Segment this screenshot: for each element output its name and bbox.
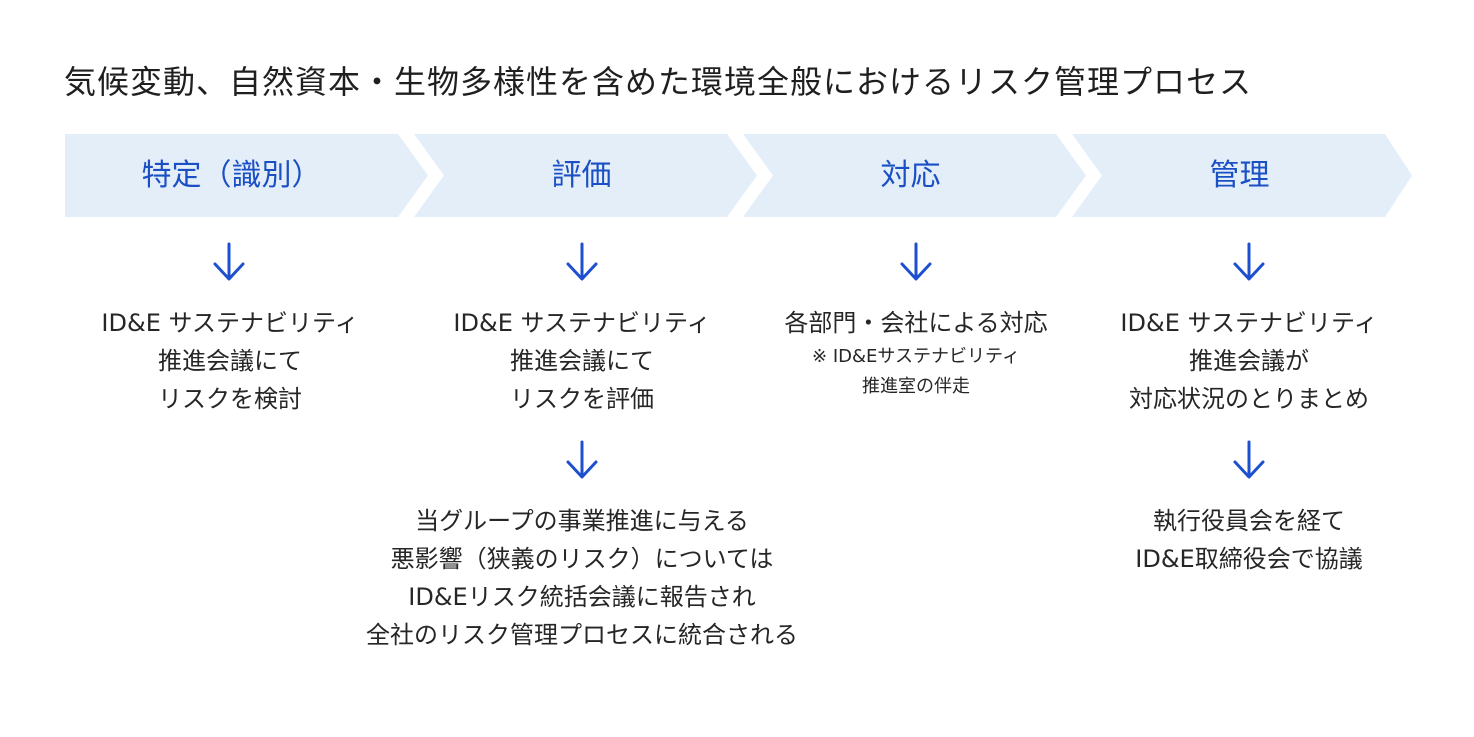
- text-line: ID&E取締役会で協議: [1135, 545, 1363, 573]
- stage-label-respond: 対応: [880, 158, 941, 193]
- down-arrow-icon: [213, 242, 245, 281]
- note-line: 推進室の伴走: [862, 376, 970, 397]
- page-title: 気候変動、自然資本・生物多様性を含めた環境全般におけるリスク管理プロセス: [64, 63, 1253, 101]
- note-line: ※ ID&Eサステナビリティ: [812, 346, 1020, 367]
- text-line: 推進会議にて: [158, 347, 302, 375]
- evaluate-step1-text: ID&E サステナビリティ 推進会議にて リスクを評価: [412, 304, 752, 418]
- stage-label-manage: 管理: [1209, 158, 1270, 193]
- text-line: 各部門・会社による対応: [784, 309, 1048, 337]
- manage-step1-text: ID&E サステナビリティ 推進会議が 対応状況のとりまとめ: [1079, 304, 1419, 418]
- down-arrow-icon: [1233, 242, 1265, 281]
- down-arrow-icon: [566, 440, 598, 479]
- evaluate-step2-text: 当グループの事業推進に与える 悪影響（狭義のリスク）については ID&Eリスク統…: [332, 502, 832, 654]
- chevron-shapes: [65, 134, 1412, 217]
- manage-step2-text: 執行役員会を経て ID&E取締役会で協議: [1079, 502, 1419, 578]
- stage-label-evaluate: 評価: [551, 158, 612, 193]
- respond-note-text: ※ ID&Eサステナビリティ 推進室の伴走: [746, 342, 1086, 402]
- down-arrow-icon: [1233, 440, 1265, 479]
- down-arrow-icon: [566, 242, 598, 281]
- stage-label-identify: 特定（識別）: [141, 158, 322, 193]
- text-line: 悪影響（狭義のリスク）については: [390, 545, 774, 573]
- process-chevron-row: 特定（識別） 評価 対応 管理: [0, 134, 1474, 217]
- text-line: 対応状況のとりまとめ: [1129, 385, 1369, 413]
- text-line: ID&E サステナビリティ: [453, 309, 711, 337]
- text-line: ID&E サステナビリティ: [1120, 309, 1378, 337]
- chevron-stage-3: [743, 134, 1086, 217]
- text-line: 全社のリスク管理プロセスに統合される: [366, 621, 798, 649]
- down-arrow-icon: [900, 242, 932, 281]
- respond-step1-text: 各部門・会社による対応: [746, 304, 1086, 342]
- text-line: ID&E サステナビリティ: [101, 309, 359, 337]
- text-line: リスクを検討: [158, 385, 302, 413]
- text-line: リスクを評価: [510, 385, 654, 413]
- text-line: 当グループの事業推進に与える: [415, 507, 749, 535]
- chevron-stage-2: [414, 134, 757, 217]
- identify-step1-text: ID&E サステナビリティ 推進会議にて リスクを検討: [60, 304, 400, 418]
- text-line: ID&Eリスク統括会議に報告され: [408, 583, 756, 611]
- text-line: 推進会議にて: [510, 347, 654, 375]
- text-line: 推進会議が: [1189, 347, 1309, 375]
- chevron-stage-4: [1072, 134, 1412, 217]
- chevron-stage-1: [65, 134, 428, 217]
- text-line: 執行役員会を経て: [1153, 507, 1345, 535]
